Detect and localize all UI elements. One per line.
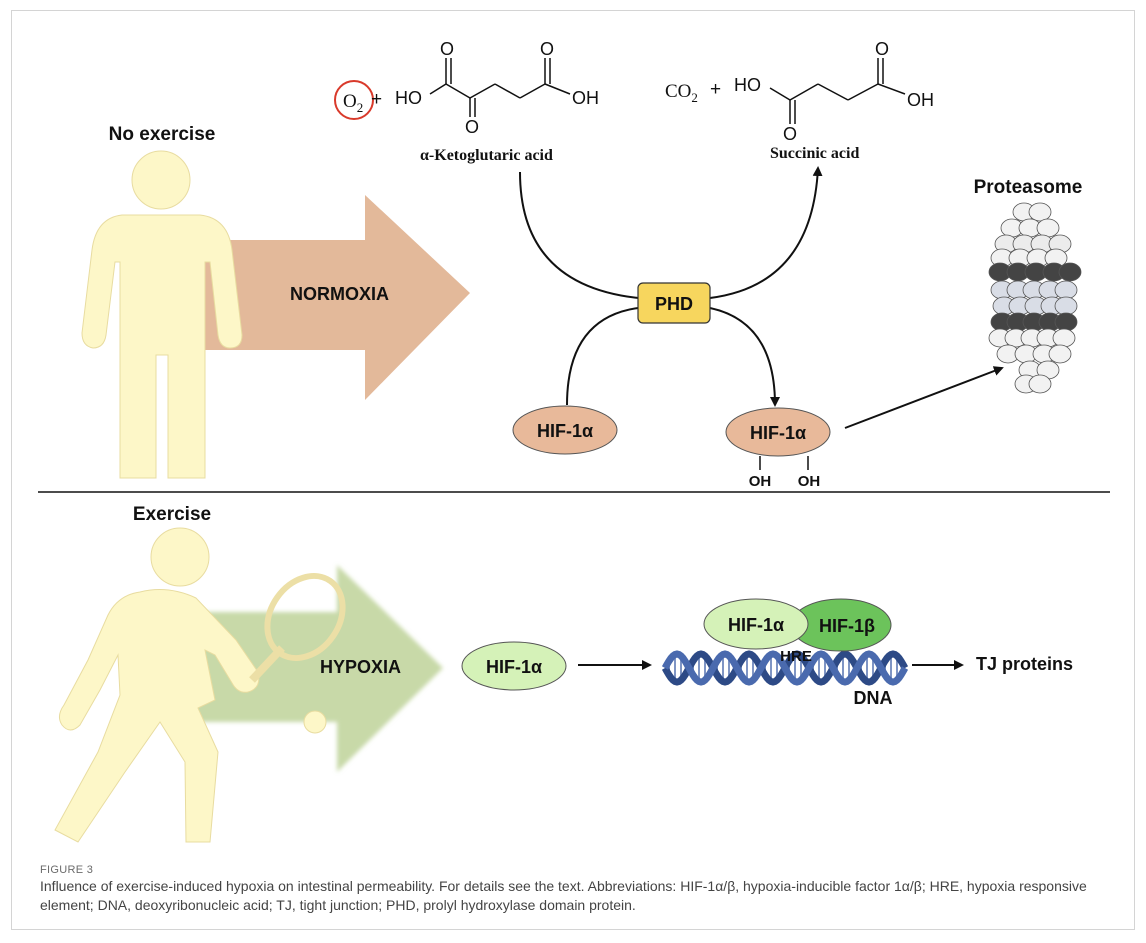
akg-name: α-Ketoglutaric acid	[420, 147, 553, 164]
akg-to-phd-curve	[519, 171, 639, 299]
hif1a-right-label: HIF-1α	[750, 423, 806, 443]
degradation-arrow	[844, 366, 1004, 429]
tj-proteins-label: TJ proteins	[976, 654, 1073, 674]
proteasome-label: Proteasome	[974, 177, 1083, 198]
normoxia-label: NORMOXIA	[290, 284, 389, 304]
o2-formula: O2	[343, 91, 363, 115]
figure-diagram: NORMOXIA No exercise O2 + HO O O O OH α-…	[38, 39, 1110, 843]
hydroxyl-label-2: OH	[798, 473, 821, 490]
succ-name: Succinic acid	[770, 145, 859, 162]
exercise-person-icon	[54, 527, 346, 843]
figure-label: FIGURE 3	[40, 864, 94, 876]
phd-enzyme-box	[637, 282, 711, 324]
normoxia-arrow	[200, 195, 470, 400]
succ-o-label-1: O	[783, 124, 797, 144]
hypoxia-label: HYPOXIA	[320, 657, 401, 677]
hif-to-phd-curve	[566, 307, 639, 406]
proteasome-icon	[988, 202, 1082, 394]
akg-o-label-3: O	[540, 39, 554, 59]
hre-label: HRE	[780, 648, 812, 665]
hif1a-dimer-label: HIF-1α	[728, 615, 784, 635]
no-exercise-person-icon	[81, 150, 243, 479]
plus-sign-1: +	[371, 89, 382, 110]
hif1b-label: HIF-1β	[819, 616, 875, 636]
akg-ho-label: HO	[395, 88, 422, 108]
akg-o-label-1: O	[440, 39, 454, 59]
akg-oh-label: OH	[572, 88, 599, 108]
co2-formula: CO2	[665, 81, 698, 105]
proteasome-subunit	[1048, 344, 1072, 364]
hypoxia-arrow	[180, 565, 443, 772]
succinic-acid-structure	[769, 58, 906, 124]
proteasome-subunit	[1054, 296, 1078, 316]
dna-strand	[661, 650, 909, 686]
proteasome-subunit	[1028, 202, 1052, 222]
dna-helix-icon	[661, 650, 909, 686]
akg-o-label-2: O	[465, 117, 479, 137]
dna-label: DNA	[854, 688, 893, 708]
proteasome-subunit	[1028, 374, 1052, 394]
figure-caption: Influence of exercise-induced hypoxia on…	[40, 878, 1087, 913]
hydroxyl-label-1: OH	[749, 473, 772, 490]
phd-to-succinic-curve	[709, 166, 823, 299]
hif1a-dimer-oval	[703, 598, 809, 650]
succ-oh-label: OH	[907, 90, 934, 110]
proteasome-subunit	[1052, 328, 1076, 348]
proteasome-subunit	[1036, 218, 1060, 238]
hif1a-hypoxia-free	[461, 641, 567, 691]
succ-o-label-2: O	[875, 39, 889, 59]
hif1a-normoxia-left	[512, 405, 618, 455]
proteasome-subunit	[1054, 280, 1078, 300]
alpha-ketoglutaric-acid-structure	[429, 58, 571, 117]
plus-sign-2: +	[710, 79, 721, 100]
hif1a-hydroxylated	[725, 407, 831, 457]
phd-label: PHD	[655, 294, 693, 314]
proteasome-subunit	[1054, 312, 1078, 332]
o2-circle-icon	[334, 80, 374, 120]
hif1a-free-label: HIF-1α	[486, 657, 542, 677]
phd-to-hif-curve	[709, 307, 780, 407]
exercise-label: Exercise	[133, 504, 211, 525]
proteasome-subunit	[1058, 262, 1082, 282]
succ-ho-label: HO	[734, 75, 761, 95]
hif1a-left-label: HIF-1α	[537, 421, 593, 441]
no-exercise-label: No exercise	[109, 124, 216, 145]
